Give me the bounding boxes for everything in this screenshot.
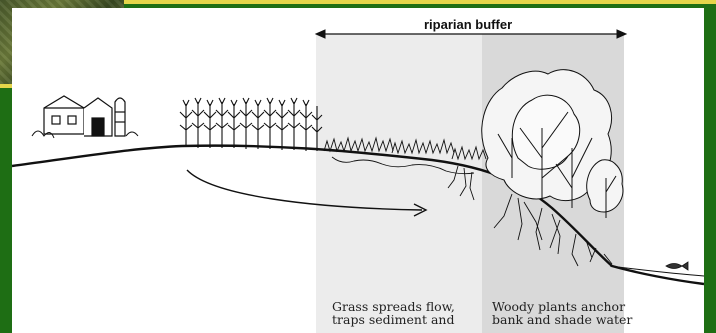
farm-barn-icon	[44, 96, 112, 136]
woody-caption: Woody plants anchor bank and shade water	[492, 300, 632, 326]
grass-caption: Grass spreads flow, traps sediment and	[332, 300, 455, 326]
grass-zone	[316, 34, 482, 333]
buffer-label: riparian buffer	[424, 17, 512, 32]
silo-icon	[115, 98, 125, 136]
corn-row-icon	[180, 98, 322, 151]
riparian-diagram	[12, 8, 704, 333]
illustration-panel: riparian buffer Grass spreads flow, trap…	[12, 8, 704, 333]
fish-icon	[666, 262, 688, 270]
left-accent-line	[0, 84, 12, 88]
water-line	[610, 266, 704, 276]
top-accent-line	[124, 0, 716, 4]
